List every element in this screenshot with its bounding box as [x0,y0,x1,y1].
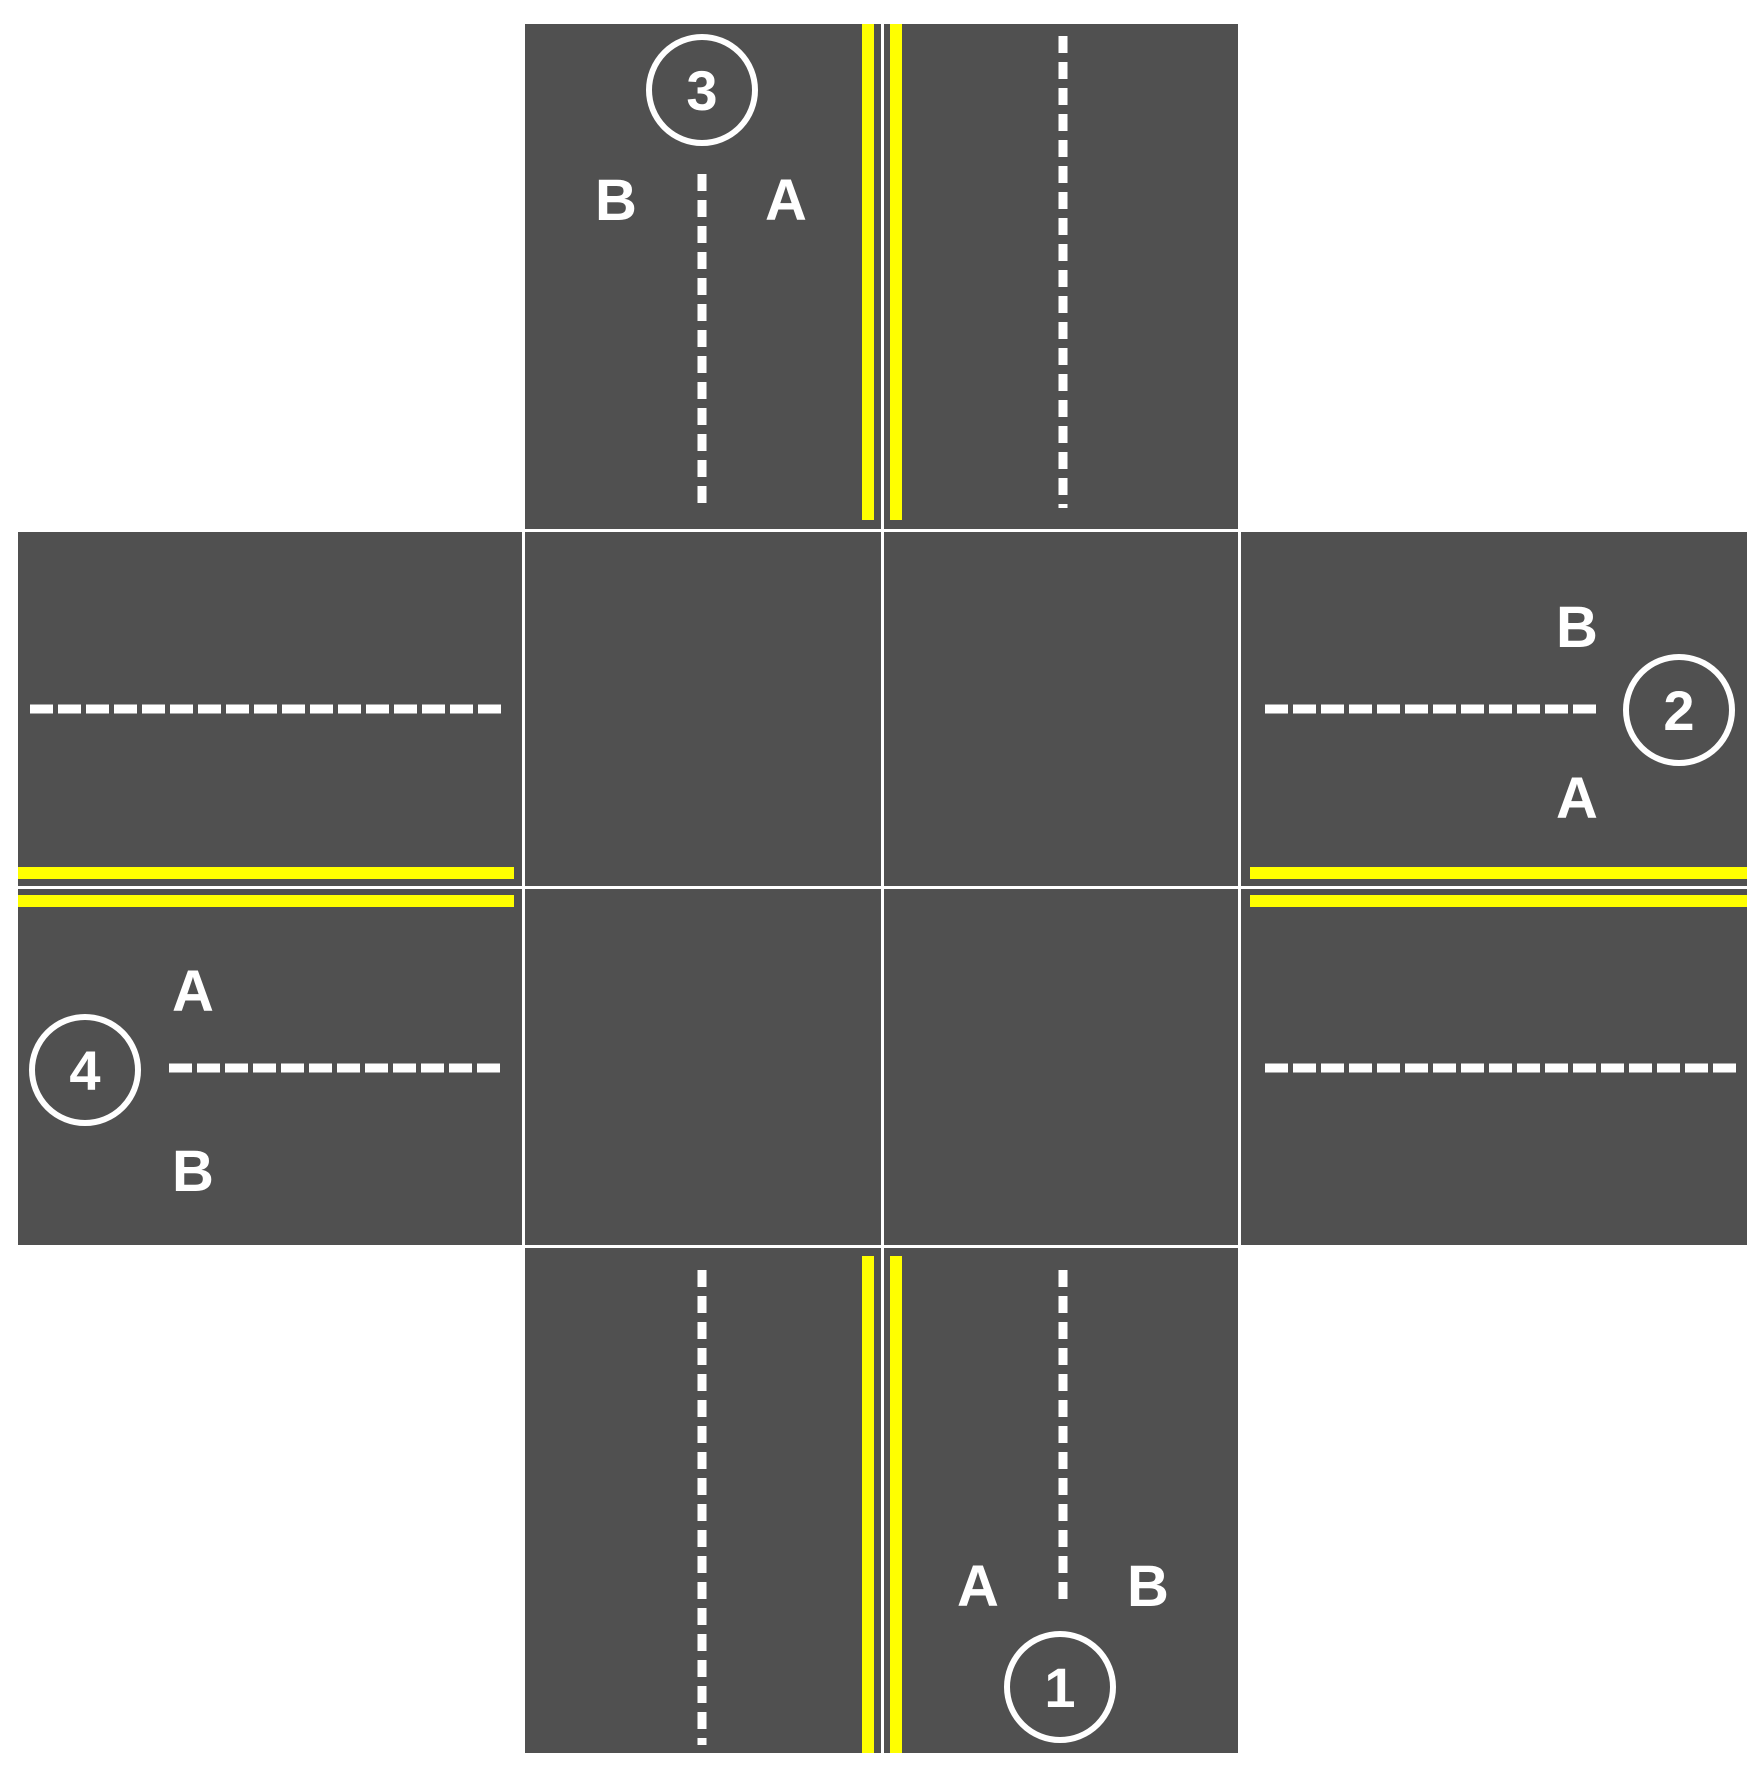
approach-2-number: 2 [1663,679,1694,742]
lane-lines [30,36,1739,1745]
approach-1: 1 A B [957,1554,1169,1743]
approach-1-badge [1004,1631,1116,1743]
east-center-line-bottom [1250,895,1747,907]
approach-2: 2 B A [1556,595,1735,831]
approach-1-number: 1 [1044,1656,1075,1719]
approach-3-lane-a: A [765,168,807,233]
center-box-se [884,889,1238,1245]
approach-4-number: 4 [69,1039,100,1102]
approach-4: 4 A B [29,959,214,1204]
approach-4-lane-a: A [172,959,214,1024]
north-center-line-left [862,24,874,520]
east-center-line-top [1250,867,1747,879]
road-surfaces [18,24,1747,1753]
west-center-line-bottom [18,895,514,907]
approach-3-badge [646,34,758,146]
south-center-line-right [890,1256,902,1753]
approach-2-lane-a: A [1556,766,1598,831]
north-center-line-right [890,24,902,520]
approach-2-badge [1623,654,1735,766]
south-center-line-left [862,1256,874,1753]
center-lines [18,24,1747,1753]
approach-3: 3 B A [595,34,807,233]
approach-4-lane-b: B [172,1139,214,1204]
center-box-nw [525,532,881,886]
west-center-line-top [18,867,514,879]
approach-3-lane-b: B [595,168,637,233]
approach-3-number: 3 [686,59,717,122]
center-box-sw [525,889,881,1245]
approach-1-lane-b: B [1127,1554,1169,1619]
approach-4-badge [29,1014,141,1126]
approach-2-lane-b: B [1556,595,1598,660]
approach-1-lane-a: A [957,1554,999,1619]
center-box-ne [884,532,1238,886]
